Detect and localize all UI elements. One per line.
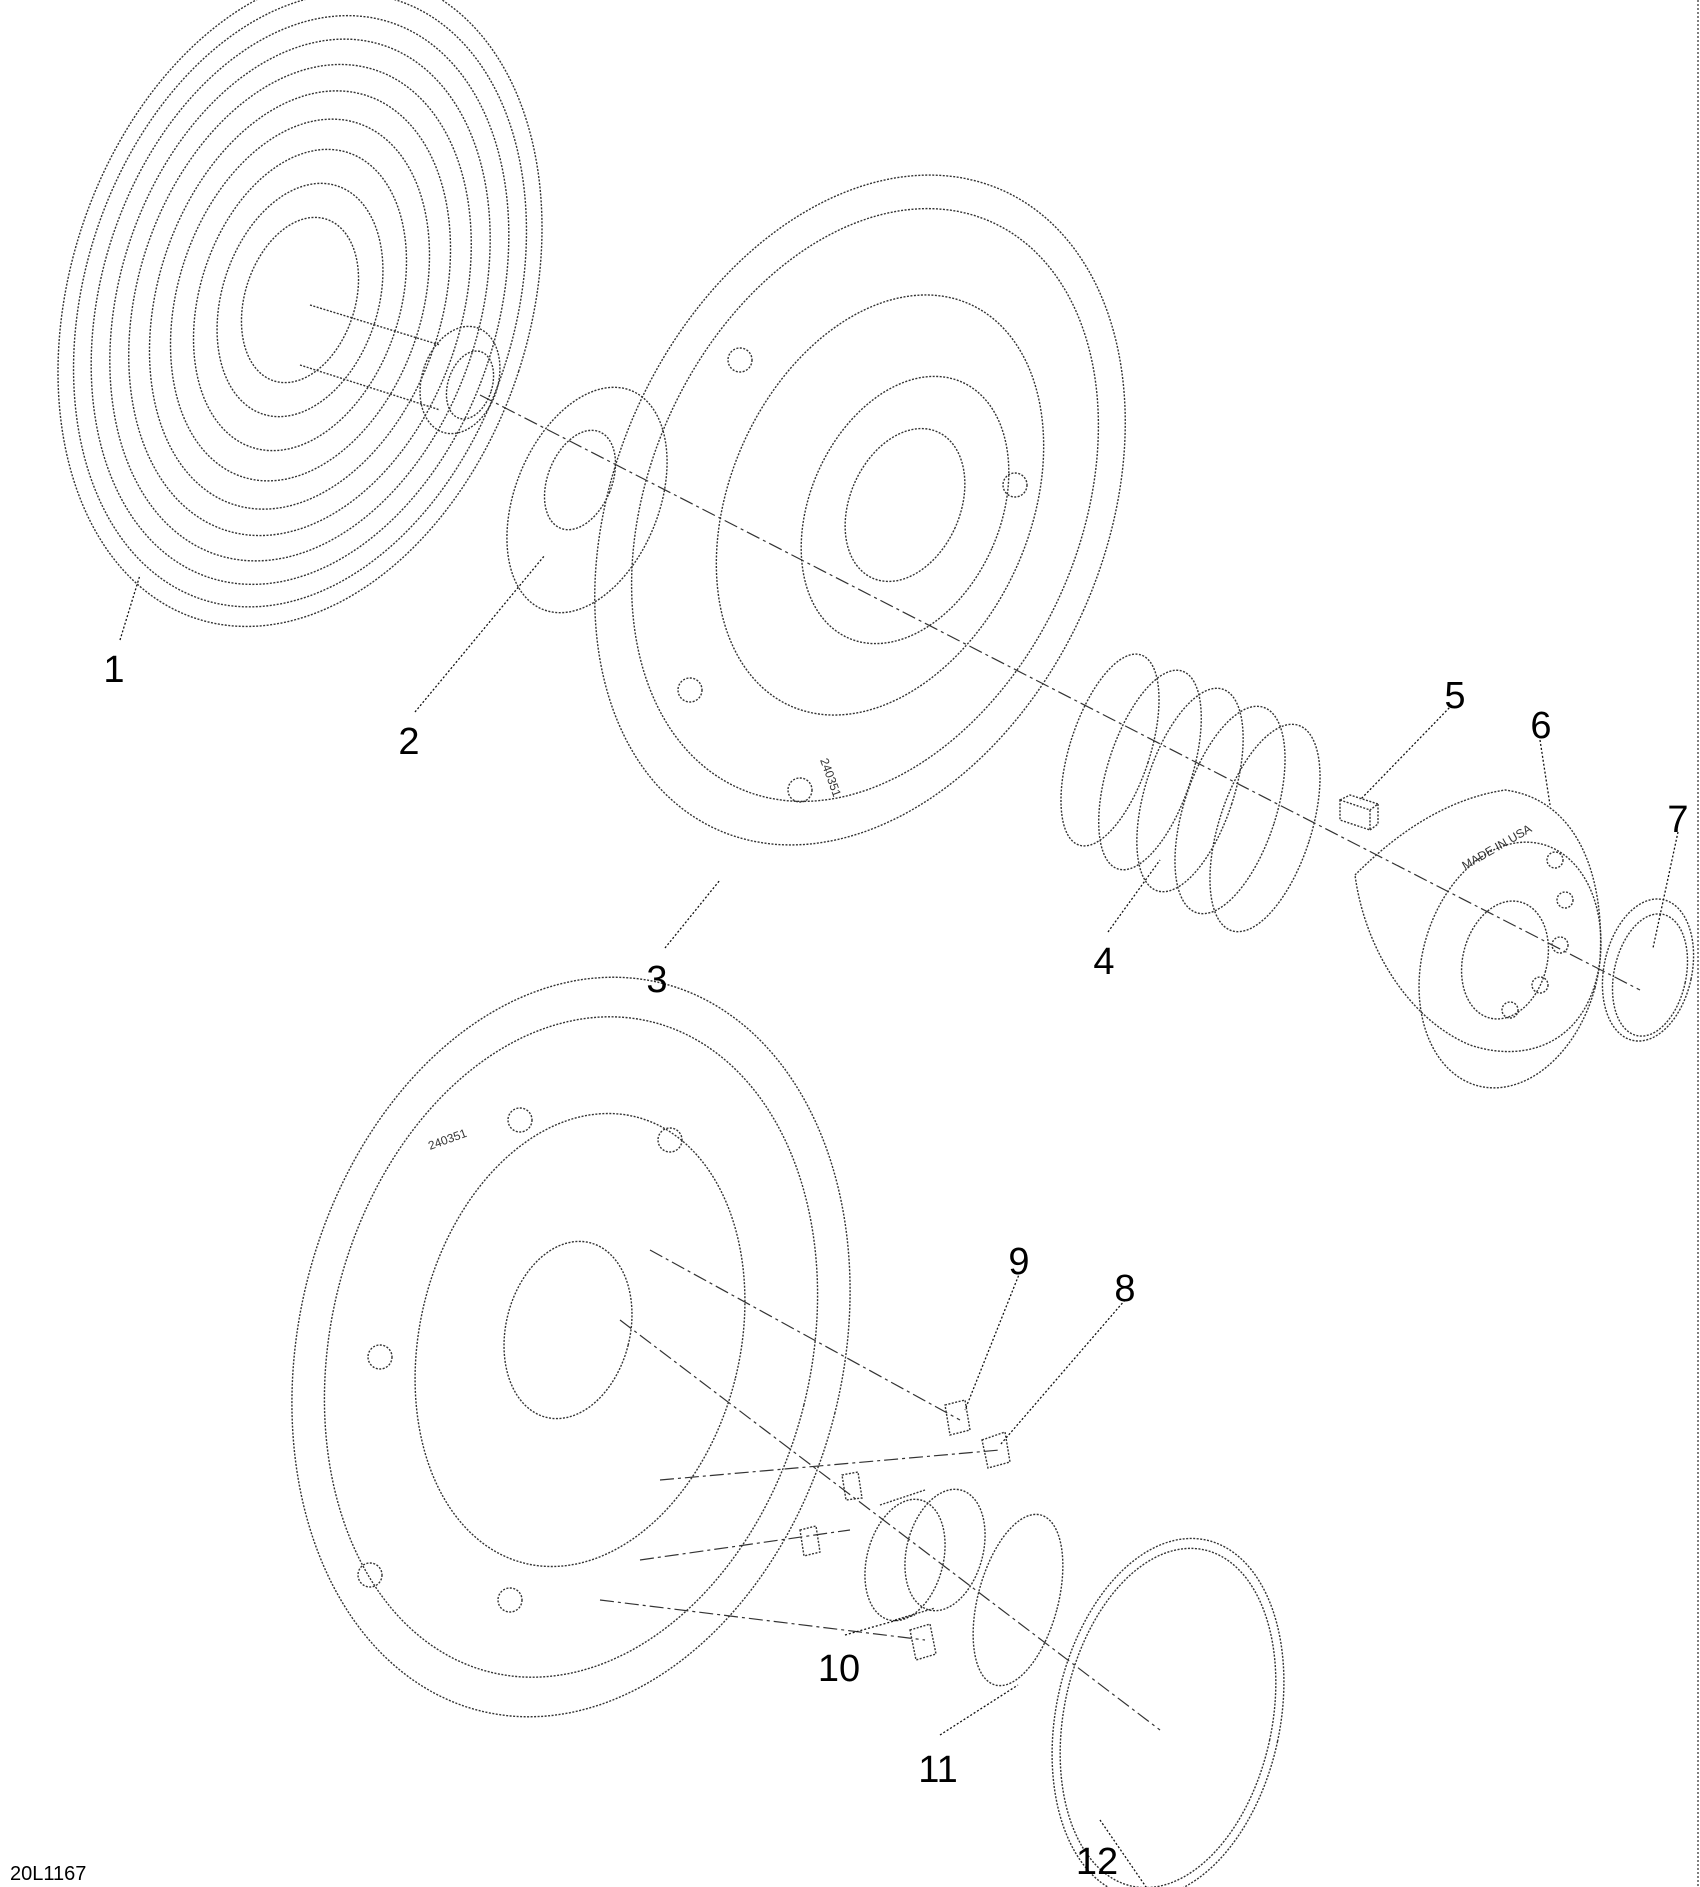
callout-2[interactable]: 2 bbox=[398, 721, 419, 763]
part-4-spring[interactable] bbox=[1041, 643, 1342, 945]
callout-4[interactable]: 4 bbox=[1093, 941, 1114, 983]
part-7-retaining-ring[interactable] bbox=[1590, 890, 1700, 1049]
part-5-slider[interactable] bbox=[1339, 794, 1380, 831]
part-3-cam-sheave[interactable]: 240351 bbox=[494, 91, 1226, 930]
callout-9[interactable]: 9 bbox=[1008, 1241, 1029, 1283]
part-9-button[interactable] bbox=[944, 1399, 971, 1436]
drawing-code: 20L1167 bbox=[10, 1863, 86, 1885]
callout-3[interactable]: 3 bbox=[646, 959, 667, 1001]
part-number-inscription: 240351 bbox=[817, 756, 844, 799]
callout-11[interactable]: 11 bbox=[918, 1749, 957, 1791]
callout-1[interactable]: 1 bbox=[103, 649, 124, 691]
part-12-ring[interactable] bbox=[1021, 1517, 1316, 1887]
callout-8[interactable]: 8 bbox=[1114, 1268, 1135, 1310]
callout-10[interactable]: 10 bbox=[818, 1648, 860, 1690]
callout-12[interactable]: 12 bbox=[1076, 1841, 1118, 1883]
callout-5[interactable]: 5 bbox=[1444, 675, 1465, 717]
part-2-washer[interactable] bbox=[476, 364, 698, 637]
part-6-cam[interactable]: MADE IN USA bbox=[1354, 789, 1627, 1109]
made-in-inscription: MADE IN USA bbox=[1460, 821, 1535, 872]
lower-part-number-inscription: 240351 bbox=[426, 1126, 469, 1153]
callout-6[interactable]: 6 bbox=[1530, 705, 1551, 747]
part-10-bushing[interactable] bbox=[852, 1480, 998, 1629]
part-11-snap-ring[interactable] bbox=[957, 1505, 1080, 1696]
part-1-sheave[interactable] bbox=[0, 0, 622, 690]
callout-7[interactable]: 7 bbox=[1667, 799, 1688, 841]
buttons bbox=[799, 1471, 937, 1661]
leader-lines bbox=[119, 554, 1679, 1887]
